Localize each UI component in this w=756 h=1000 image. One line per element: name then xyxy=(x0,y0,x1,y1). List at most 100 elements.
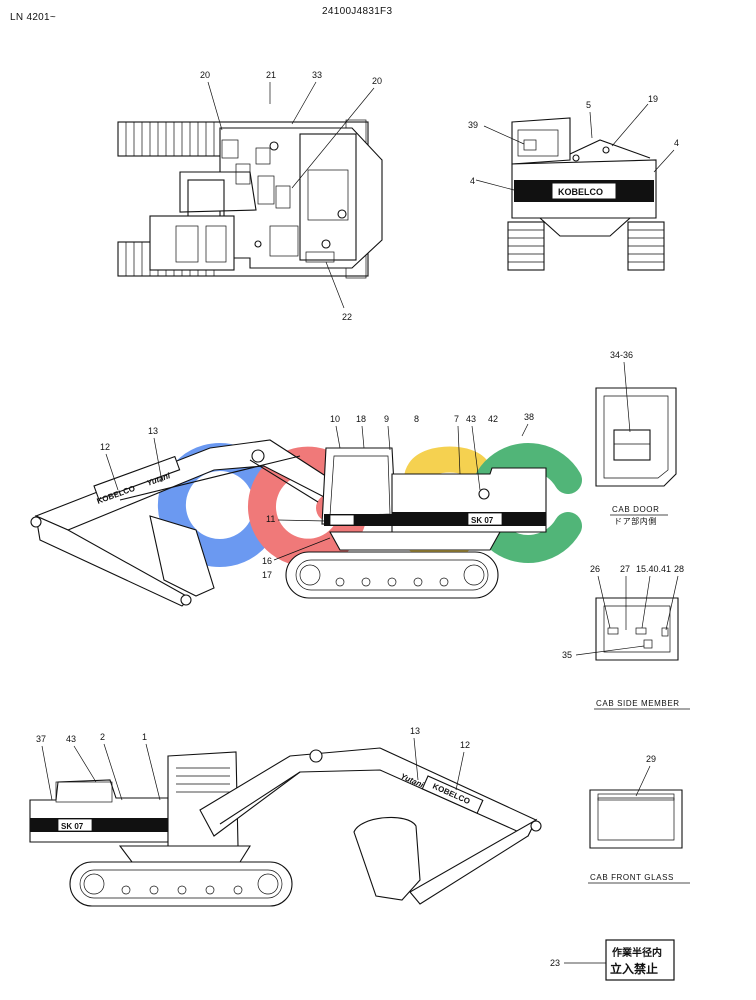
top-panel-5 xyxy=(275,185,291,209)
cab-door-callout: 34-36 xyxy=(610,350,633,360)
ls-boom-pin xyxy=(251,449,265,463)
top-panel-7 xyxy=(269,225,299,257)
ls-cab xyxy=(321,447,397,525)
csm-decal-27 xyxy=(607,627,619,635)
rs-stripe xyxy=(30,818,168,832)
csm-callout-26: 26 xyxy=(590,564,600,574)
rear-callout-5: 5 xyxy=(586,100,591,110)
top-panel-6 xyxy=(307,169,349,221)
rs-bucket xyxy=(353,816,421,901)
rear-logo-box xyxy=(551,182,617,200)
rs-undercarriage xyxy=(118,845,251,863)
ls-bucket xyxy=(149,515,215,597)
rs-model-plate xyxy=(57,818,93,832)
rs-track-inner xyxy=(79,869,283,899)
rear-undercarriage xyxy=(538,217,632,237)
top-cap-4 xyxy=(254,240,262,248)
top-callout-21: 21 xyxy=(266,70,276,80)
ls-model: SK 07 xyxy=(471,516,494,525)
cab-front-glass: 29 CAB FRONT GLASS xyxy=(588,754,690,884)
top-callout-20b: 20 xyxy=(372,76,382,86)
top-boom xyxy=(179,171,257,213)
top-callout-33: 33 xyxy=(312,70,322,80)
ls-callout-18: 18 xyxy=(356,414,366,424)
rs-track-rollers xyxy=(83,873,279,895)
cab-front-glass-inner xyxy=(597,797,675,841)
ls-callout-9: 9 xyxy=(384,414,389,424)
rs-engine-cover xyxy=(55,781,113,803)
top-panel-4 xyxy=(257,175,275,205)
ls-callout-12: 12 xyxy=(100,442,110,452)
top-panel-3 xyxy=(255,147,271,165)
top-cap-3 xyxy=(321,239,331,249)
csm-callout-35: 35 xyxy=(562,650,572,660)
rear-cap-2 xyxy=(602,146,610,154)
cab-front-glass-caption: CAB FRONT GLASS xyxy=(590,873,674,882)
rs-callout-13: 13 xyxy=(410,726,420,736)
csm-callout-28: 28 xyxy=(674,564,684,574)
cab-side-member-outline xyxy=(595,597,679,661)
ls-callout-38: 38 xyxy=(524,412,534,422)
cab-side-member-inner xyxy=(603,605,671,653)
top-cap-2 xyxy=(337,209,347,219)
rs-cab-vents xyxy=(176,767,230,793)
cab-door-caption: CAB DOOR xyxy=(612,505,659,514)
top-callout-22: 22 xyxy=(342,312,352,322)
cab-front-glass-outline xyxy=(589,789,683,849)
rear-exhaust-hood xyxy=(569,139,651,159)
ls-track xyxy=(285,551,499,599)
warning-sign-line1: 作業半径内 xyxy=(612,946,662,959)
rear-callout-19: 19 xyxy=(648,94,658,104)
drawing-number: 24100J4831F3 xyxy=(322,6,393,17)
rear-view: KOBELCO 5 19 39 4 4 xyxy=(468,94,679,271)
csm-callout-15: 15.40.41 xyxy=(636,564,671,574)
csm-decal-35 xyxy=(643,639,653,649)
rs-callout-1: 1 xyxy=(142,732,147,742)
rear-track-pads xyxy=(508,229,664,263)
cab-door-decal xyxy=(613,429,651,461)
rear-callout-4a: 4 xyxy=(470,176,475,186)
top-cab xyxy=(149,215,235,271)
top-panel-1 xyxy=(221,139,239,159)
ls-arm-pin xyxy=(30,516,42,528)
ls-callout-10: 10 xyxy=(330,414,340,424)
left-side-view: KOBELCO Yutani SK 07 10 18 xyxy=(30,412,547,607)
top-track-upper-pads xyxy=(125,122,215,156)
csm-decal-28 xyxy=(661,627,669,637)
rs-boom-cylinder xyxy=(219,771,301,825)
top-panel-2 xyxy=(235,163,251,185)
ls-callout-8: 8 xyxy=(414,414,419,424)
ls-callout-16: 16 xyxy=(262,556,272,566)
warning-sign: 作業半径内 立入禁止 23 xyxy=(550,939,675,981)
rear-logo: KOBELCO xyxy=(558,187,603,197)
serial-range: LN 4201~ xyxy=(10,12,57,23)
warning-sign-callout: 23 xyxy=(550,958,560,968)
rear-callout-4b: 4 xyxy=(674,138,679,148)
ls-callout-7: 7 xyxy=(454,414,459,424)
rs-callout-2: 2 xyxy=(100,732,105,742)
ls-bucket-pin xyxy=(180,594,192,606)
rear-decal-39 xyxy=(523,139,537,151)
warning-sign-frame xyxy=(605,939,675,981)
top-cap-1 xyxy=(269,141,279,151)
top-cab-window xyxy=(175,225,199,263)
top-counterweight xyxy=(299,133,357,261)
rs-arm-pin xyxy=(530,820,542,832)
cab-side-member: 26 27 15.40.41 28 35 CAB SIDE MEMBER xyxy=(562,564,690,710)
cab-door-inner xyxy=(603,395,669,479)
top-decal-20 xyxy=(305,251,335,263)
rs-body xyxy=(29,779,169,843)
ls-track-inner xyxy=(295,559,489,591)
cab-door-outline xyxy=(595,387,677,487)
ls-cab-model-plate xyxy=(329,514,355,526)
rs-callout-37: 37 xyxy=(36,734,46,744)
rear-cab-window xyxy=(517,129,559,157)
ls-body-cap xyxy=(478,488,490,500)
cab-door: 34-36 CAB DOOR ドア部内側 xyxy=(595,350,677,526)
rs-callout-12: 12 xyxy=(460,740,470,750)
rs-boom-label-plate xyxy=(421,775,484,814)
rs-callout-43: 43 xyxy=(66,734,76,744)
rs-track xyxy=(69,861,293,907)
ls-boom-cylinder xyxy=(249,459,319,503)
cfg-callout: 29 xyxy=(646,754,656,764)
